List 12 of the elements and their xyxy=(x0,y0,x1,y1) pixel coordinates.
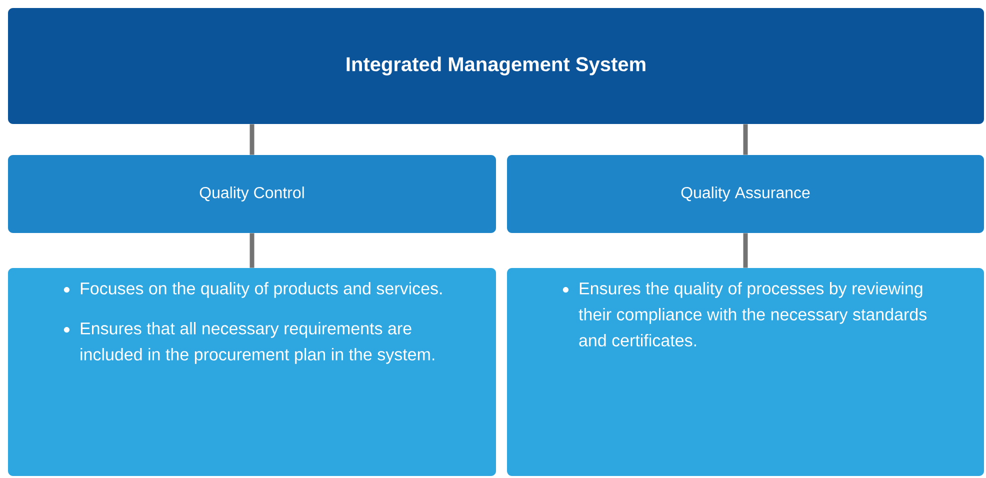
description-box xyxy=(507,268,984,476)
connector-line xyxy=(743,124,748,155)
connector-line xyxy=(743,233,748,268)
connector-line xyxy=(250,233,254,268)
description-box xyxy=(8,268,496,476)
category-box: Quality Assurance xyxy=(507,155,984,233)
title-box: Integrated Management System xyxy=(8,8,984,124)
bullet-item: Ensures that all necessary requirements are included in the procurement plan in the system. xyxy=(64,322,434,364)
connector-line xyxy=(250,124,254,155)
bullet-item: Ensures the quality of processes by reviewing their compliance with the necessary standards and certificates. xyxy=(562,282,926,346)
bullet-item: Focuses on the quality of products and services. xyxy=(64,282,442,298)
category-box: Quality Control xyxy=(8,155,496,233)
